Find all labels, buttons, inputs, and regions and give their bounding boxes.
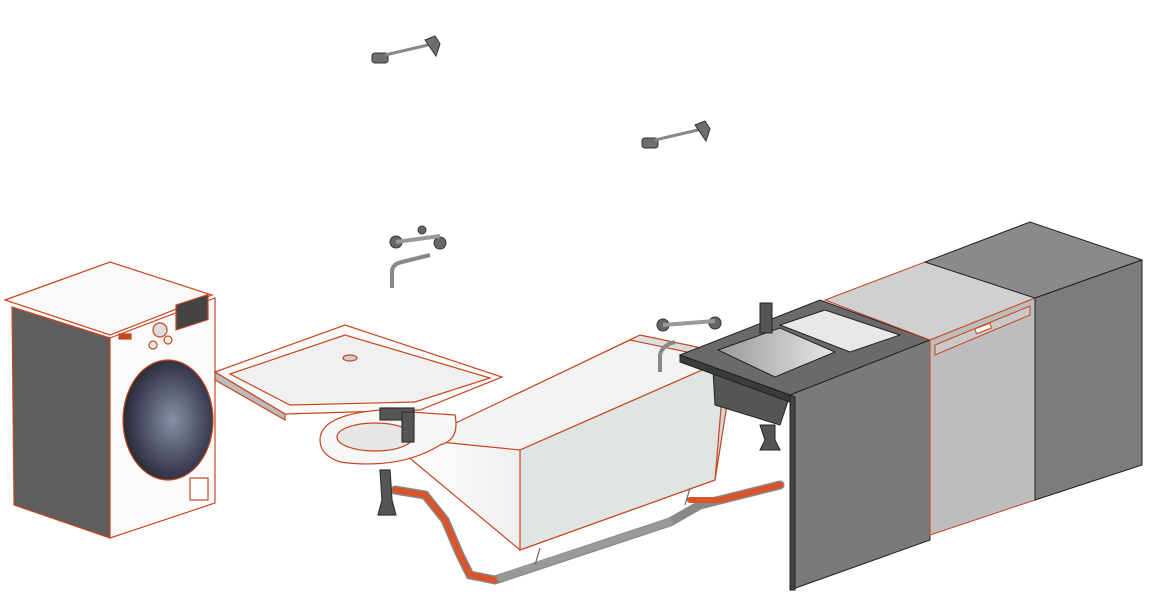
- tall-cabinet[interactable]: [923, 221, 1144, 501]
- drain-pipes: [390, 480, 785, 585]
- kitchen-sink[interactable]: [678, 299, 932, 451]
- washbasin[interactable]: [319, 407, 457, 516]
- shower-tray[interactable]: [213, 324, 504, 422]
- kitchen-cabinet[interactable]: [789, 339, 931, 591]
- shower-mixer-2[interactable]: [641, 120, 711, 149]
- shower-mixer-1[interactable]: [371, 35, 441, 64]
- bathtub[interactable]: [398, 334, 736, 566]
- washer-door: [122, 359, 214, 481]
- bath-mixer-wall[interactable]: [389, 225, 447, 288]
- dishwasher[interactable]: [823, 261, 1037, 536]
- bath-mixer[interactable]: [656, 316, 722, 372]
- washing-machine[interactable]: [3, 261, 216, 539]
